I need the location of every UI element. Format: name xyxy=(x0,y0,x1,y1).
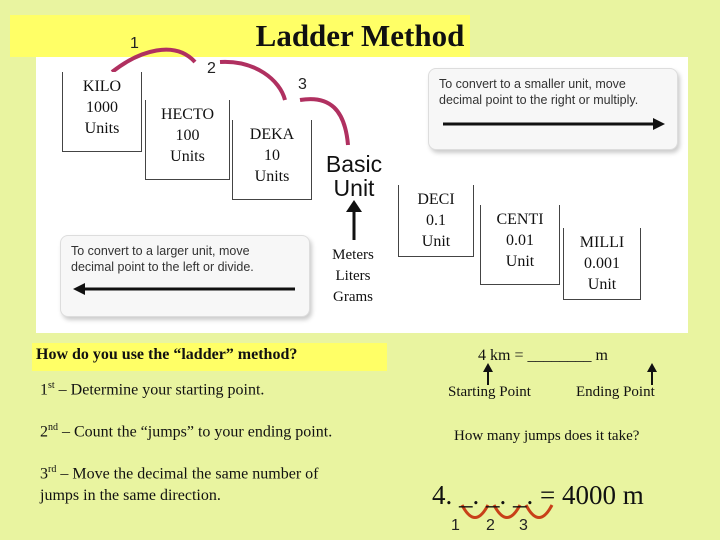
unit-value: 10 xyxy=(264,147,280,164)
unit-hecto: HECTO 100 Units xyxy=(145,100,230,180)
unit-value: 1000 xyxy=(86,99,118,116)
step-arrow-3 xyxy=(299,97,350,146)
unit-value: 0.001 xyxy=(584,255,620,272)
note-larger-line1: To convert to a larger unit, move xyxy=(71,244,250,258)
note-smaller-unit: To convert to a smaller unit, move decim… xyxy=(428,68,678,150)
step-ordinal-suffix: nd xyxy=(48,422,58,433)
unit-label: Unit xyxy=(421,233,451,250)
question-heading: How do you use the “ladder” method? xyxy=(36,346,298,363)
unit-name: HECTO xyxy=(160,106,215,123)
jump-number-1: 1 xyxy=(451,517,460,534)
note-larger-line2: decimal point to the left or divide. xyxy=(71,260,254,274)
step-ordinal-suffix: st xyxy=(48,380,55,391)
step-ordinal: 2 xyxy=(40,423,48,441)
unit-value: 0.1 xyxy=(426,212,446,229)
step-2: 2nd – Count the “jumps” to your ending p… xyxy=(40,417,332,443)
ending-point-label: Ending Point xyxy=(576,384,655,400)
basic-unit-line1: Basic xyxy=(325,151,383,177)
unit-value: 100 xyxy=(175,127,200,144)
jump-arc-3 xyxy=(524,504,554,519)
unit-label: Units xyxy=(254,168,290,185)
step-3: 3rd – Move the decimal the same number o… xyxy=(40,459,318,507)
right-arrow-icon xyxy=(443,118,665,130)
note-smaller-line1: To convert to a smaller unit, move xyxy=(439,77,626,91)
step-ordinal: 3 xyxy=(40,465,48,483)
step-text: – Move the decimal the same number of xyxy=(56,465,319,483)
step-text: – Determine your starting point. xyxy=(54,381,265,399)
unit-name: MILLI xyxy=(579,234,625,251)
base-unit-meters: Meters xyxy=(332,247,374,263)
starting-point-label: Starting Point xyxy=(448,384,531,400)
left-arrow-icon xyxy=(73,283,295,295)
unit-name: CENTI xyxy=(496,211,544,228)
step-arrow-1 xyxy=(110,47,197,74)
step-1: 1st – Determine your starting point. xyxy=(40,375,264,401)
unit-label: Unit xyxy=(505,253,535,270)
unit-value: 0.01 xyxy=(506,232,534,249)
unit-deka: DEKA 10 Units xyxy=(232,120,312,200)
example-answer: 4. _. _. _. = 4000 m xyxy=(432,480,644,510)
question-banner xyxy=(32,343,387,371)
step-number-3: 3 xyxy=(298,76,307,93)
step-ordinal: 1 xyxy=(40,381,48,399)
jump-number-2: 2 xyxy=(486,517,495,534)
base-unit-liters: Liters xyxy=(335,268,371,284)
base-unit-grams: Grams xyxy=(333,289,373,305)
note-larger-unit: To convert to a larger unit, move decima… xyxy=(60,235,310,317)
unit-kilo: KILO 1000 Units xyxy=(62,72,142,152)
step-number-2: 2 xyxy=(207,60,216,77)
unit-centi: CENTI 0.01 Unit xyxy=(480,205,560,285)
unit-label: Units xyxy=(84,120,120,137)
basic-unit-label: Basic Unit xyxy=(314,152,394,200)
unit-name: KILO xyxy=(82,78,122,95)
step-text: – Count the “jumps” to your ending point… xyxy=(58,423,333,441)
unit-milli: MILLI 0.001 Unit xyxy=(563,228,641,300)
base-units-list: Meters Liters Grams xyxy=(320,245,386,308)
unit-deci: DECI 0.1 Unit xyxy=(398,185,474,257)
step-arrow-2 xyxy=(219,59,287,101)
jump-number-3: 3 xyxy=(519,517,528,534)
jumps-question: How many jumps does it take? xyxy=(454,428,640,444)
jump-arc-2 xyxy=(492,504,522,519)
step-text-continued: jumps in the same direction. xyxy=(40,487,221,505)
step-ordinal-suffix: rd xyxy=(48,464,57,475)
title-banner xyxy=(10,15,470,57)
unit-label: Units xyxy=(170,148,205,165)
jump-arc-1 xyxy=(460,504,490,519)
page-title: Ladder Method xyxy=(255,18,465,53)
note-smaller-line2: decimal point to the right or multiply. xyxy=(439,93,639,107)
unit-label: Unit xyxy=(587,276,617,293)
step-number-1: 1 xyxy=(130,35,139,52)
unit-name: DECI xyxy=(417,191,455,208)
example-equation: 4 km = ________ m xyxy=(478,347,608,364)
basic-unit-line2: Unit xyxy=(333,175,375,201)
unit-name: DEKA xyxy=(249,126,295,143)
